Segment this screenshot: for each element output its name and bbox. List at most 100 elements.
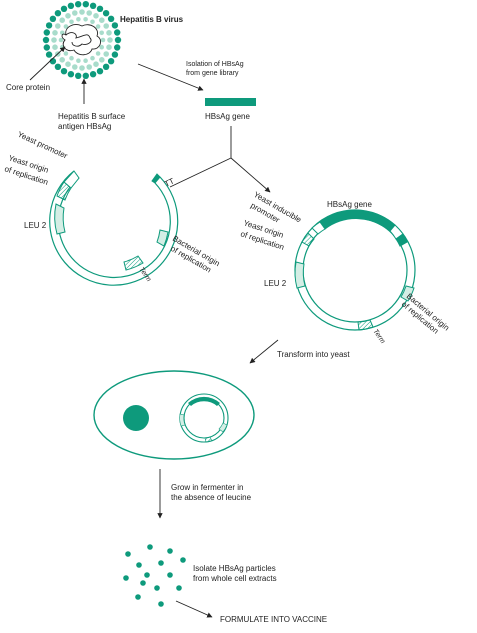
virus-dot [82, 0, 90, 8]
plasmid-1-yeast-promoter-segment [63, 170, 80, 189]
virus-dot [75, 72, 82, 80]
virus-surface-dots [42, 0, 122, 80]
plasmid-1-term-segment [123, 255, 144, 271]
hbsag-particles [123, 544, 186, 607]
plasmid-1 [49, 170, 179, 286]
virus-genome-coil [61, 24, 102, 56]
formulate-label: FORMULATE INTO VACCINE [220, 615, 327, 624]
virus-dot [89, 71, 97, 78]
virus-dot [100, 37, 106, 43]
p2-leu2-label: LEU 2 [264, 279, 287, 288]
yeast-plasmid-outer [179, 393, 229, 443]
hbsag-particle [123, 575, 129, 581]
virus-dot [79, 65, 85, 71]
transform-arrow [249, 339, 279, 364]
hbsag-particle [167, 572, 173, 578]
transform-label: Transform into yeast [277, 350, 350, 359]
hbsag-particle [180, 557, 186, 563]
yeast-plasmid-gene-segment [188, 396, 220, 406]
virus-dot [55, 23, 61, 29]
virus-dot [52, 30, 58, 36]
virus-dot [69, 55, 74, 61]
virus-dot [99, 44, 104, 50]
p2-term-label: Term [371, 328, 386, 345]
virus-dot [111, 22, 119, 29]
hbsag-particle [144, 572, 150, 578]
virus-dot [49, 15, 57, 22]
virus-dot [99, 30, 104, 36]
virus-dot [114, 29, 121, 36]
virus-dot [90, 55, 95, 61]
virus-dot [69, 19, 74, 25]
virus-dot [95, 51, 101, 56]
virus-dot [76, 17, 81, 22]
hbsag-particle [125, 551, 131, 557]
isolate-label-2: from whole cell extracts [193, 574, 277, 583]
isolation-label-2: from gene library [186, 70, 239, 77]
virus-dot [43, 44, 50, 51]
virus-dot [102, 10, 110, 17]
p2-hbsag-gene-label: HBsAg gene [327, 200, 372, 209]
virus-dot [95, 24, 101, 29]
virus-dot [51, 37, 57, 43]
virus-dot [59, 57, 65, 63]
isolation-label-1: Isolation of HBsAg [186, 61, 244, 68]
virus-dot [106, 30, 112, 36]
virus-dot [72, 64, 78, 70]
grow-label-1: Grow in fermenter in [171, 483, 243, 492]
hbsag-particle [167, 548, 173, 554]
virus-dot [93, 61, 99, 67]
virus-dot [114, 36, 122, 44]
virus-dot [89, 2, 97, 9]
p1-yeast-promoter-label: Yeast promoter [16, 130, 69, 161]
virus-dot [72, 10, 78, 16]
virus-dot [60, 68, 68, 75]
yeast-cell-membrane [93, 370, 255, 460]
virus-dot [67, 2, 75, 9]
p1-tt-label: TT [163, 176, 176, 188]
hbsag-particle [154, 585, 160, 591]
virus-dot [45, 22, 53, 29]
yeast-cell [93, 370, 255, 460]
virus-dot [79, 9, 85, 15]
hbsag-particle [176, 585, 182, 591]
core-protein-arrow [29, 46, 66, 81]
virus-dot [54, 63, 62, 70]
isolate-label-1: Isolate HBsAg particles [193, 564, 276, 573]
gene-to-plasmid2-arrow [230, 157, 271, 193]
plasmid-1-yeast-origin-segment [56, 181, 72, 201]
formulate-arrow [175, 600, 213, 618]
virus-dot [75, 0, 82, 8]
virus-dot [114, 44, 121, 51]
virus-dot [52, 44, 58, 50]
virus-dot [83, 58, 88, 63]
hbsag-gene-label: HBsAg gene [205, 112, 250, 121]
p1-leu2-label: LEU 2 [24, 221, 47, 230]
isolation-arrow [137, 63, 204, 91]
virus-dot [76, 58, 81, 63]
plasmid-2-bacterial-origin-segment [400, 285, 415, 302]
virus-dot [90, 19, 95, 25]
hbsag-particle [147, 544, 153, 550]
virus-dot [65, 61, 71, 67]
grow-label-2: the absence of leucine [171, 493, 252, 502]
plasmid-1-leu2-segment [54, 203, 66, 235]
plasmid-2-inducible-promoter-segment [311, 221, 326, 235]
yeast-nucleus [123, 405, 149, 431]
virus-dot [107, 15, 115, 22]
virus-dot [58, 37, 64, 43]
virus-dot [83, 17, 88, 22]
virus-dot [42, 36, 50, 44]
virus-dot [45, 51, 53, 58]
surface-antigen-label-2: antigen HBsAg [58, 122, 111, 131]
virus-dot [102, 63, 110, 70]
virus-dot [65, 13, 71, 19]
plasmid-1-bacterial-origin-segment [156, 229, 169, 247]
yeast-plasmid-term-segment [204, 436, 213, 443]
virus-dot [59, 17, 65, 24]
surface-antigen-label-1: Hepatitis B surface [58, 112, 126, 121]
plasmid-2-tt-segment [395, 233, 408, 247]
virus-dot [86, 10, 92, 16]
virus-dot [96, 68, 104, 75]
virus-dot [63, 24, 69, 29]
